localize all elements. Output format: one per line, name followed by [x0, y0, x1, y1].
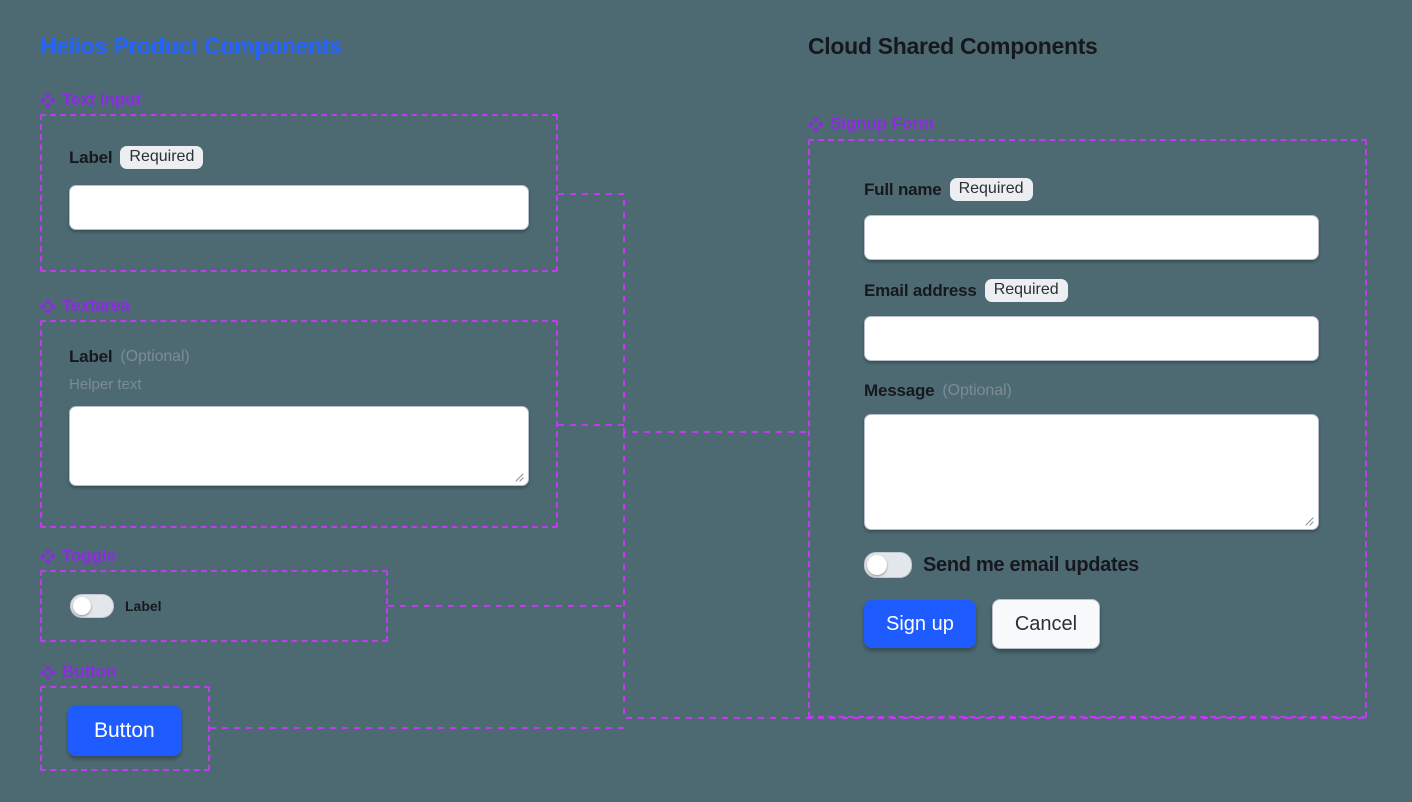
section-label: Toggle — [62, 546, 116, 565]
section-header-signup-form: Signup Form — [808, 114, 934, 134]
email-input[interactable] — [864, 316, 1319, 361]
text-input-field[interactable] — [69, 185, 529, 230]
section-header-text-input: Text Input — [40, 90, 141, 110]
section-header-toggle: Toggle — [40, 546, 116, 566]
component-diamond-icon — [40, 548, 55, 564]
frame-signup-form: Full name Required Email address Require… — [808, 139, 1367, 718]
component-diamond-icon — [40, 664, 55, 680]
newsletter-toggle-label: Send me email updates — [923, 553, 1139, 576]
toggle-knob — [73, 597, 91, 615]
required-badge: Required — [984, 279, 1068, 302]
textarea-label-row: Label (Optional) — [69, 347, 529, 367]
text-input-label: Label — [69, 147, 113, 167]
component-diamond-icon — [40, 92, 55, 108]
section-label: Button — [62, 662, 117, 681]
demo-button[interactable]: Button — [68, 705, 181, 756]
message-label: Message — [864, 381, 935, 400]
frame-text-input: Label Required — [40, 114, 558, 272]
sign-up-button[interactable]: Sign up — [864, 600, 976, 648]
optional-tag: (Optional) — [942, 382, 1012, 399]
optional-tag: (Optional) — [120, 348, 190, 365]
section-label: Textarea — [62, 296, 130, 315]
frame-button: Button — [40, 686, 210, 771]
required-badge: Required — [949, 178, 1033, 201]
newsletter-toggle-row[interactable]: Send me email updates — [864, 552, 1319, 578]
left-panel-title: Helios Product Components — [40, 33, 342, 59]
section-header-textarea: Textarea — [40, 296, 130, 316]
section-label: Signup Form — [830, 114, 934, 133]
toggle-switch[interactable] — [70, 594, 114, 618]
frame-toggle: Label — [40, 570, 388, 642]
toggle-row[interactable]: Label — [70, 594, 162, 618]
frame-textarea: Label (Optional) Helper text — [40, 320, 558, 528]
email-label-row: Email address Required — [864, 279, 1319, 302]
toggle-label: Label — [125, 598, 162, 614]
email-label: Email address — [864, 280, 977, 300]
toggle-knob — [867, 555, 887, 575]
right-panel-title: Cloud Shared Components — [808, 33, 1098, 59]
form-actions: Sign up Cancel — [864, 599, 1319, 649]
textarea-helper-text: Helper text — [69, 376, 142, 393]
text-input-label-row: Label Required — [69, 146, 529, 169]
textarea-label: Label — [69, 347, 113, 366]
component-diamond-icon — [40, 298, 55, 314]
required-badge: Required — [120, 146, 204, 169]
full-name-label-row: Full name Required — [864, 178, 1319, 201]
message-textarea[interactable] — [864, 414, 1319, 530]
message-label-row: Message (Optional) — [864, 381, 1319, 401]
cancel-button[interactable]: Cancel — [991, 599, 1101, 649]
section-label: Text Input — [62, 90, 141, 109]
textarea-field[interactable] — [69, 406, 529, 486]
full-name-input[interactable] — [864, 215, 1319, 260]
component-diamond-icon — [808, 116, 823, 132]
section-header-button: Button — [40, 662, 116, 682]
full-name-label: Full name — [864, 179, 942, 199]
newsletter-toggle-switch[interactable] — [864, 552, 912, 578]
